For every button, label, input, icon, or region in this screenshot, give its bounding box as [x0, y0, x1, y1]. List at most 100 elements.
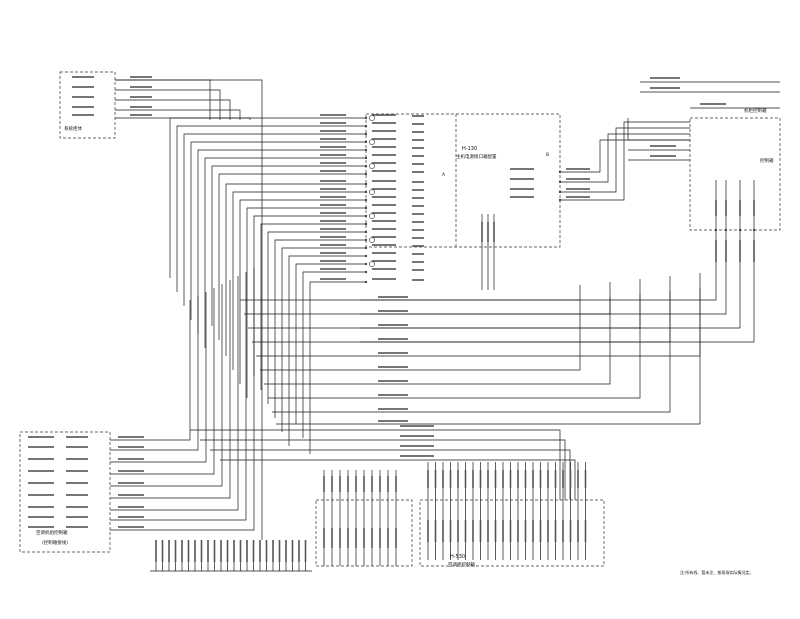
wire-annotation: [715, 240, 717, 262]
wire-annotation: [487, 222, 489, 242]
wire-annotation: [412, 171, 424, 173]
wire-annotation: [372, 228, 396, 230]
wire-annotation: [130, 106, 152, 108]
wire-annotation: [378, 338, 408, 340]
wire-annotation: [472, 520, 474, 542]
terminal-dot: [558, 170, 562, 174]
terminal-dot: [558, 190, 562, 194]
terminal-dot: [738, 228, 742, 232]
top-left-trunk: [115, 79, 263, 540]
wire-annotation: [753, 200, 755, 216]
bottom-left-terminal: [285, 540, 287, 562]
wire-annotation: [400, 435, 434, 437]
wire-annotation: [320, 130, 346, 132]
wire-annotation: [66, 446, 88, 448]
wire-annotation: [331, 476, 333, 492]
bottom-left-terminal: [161, 540, 164, 562]
wire-annotation: [517, 520, 519, 542]
wire-annotation: [457, 470, 459, 488]
left-lower-box-sub: (控制箱接线): [42, 539, 68, 546]
wire-annotation: [372, 170, 396, 172]
wire-annotation: [372, 188, 396, 190]
wire-annotation: [566, 178, 590, 180]
terminal-dot: [364, 270, 368, 274]
wire-annotation: [372, 260, 396, 262]
wire-annotation: [412, 245, 424, 247]
wire-annotation: [412, 181, 424, 183]
wire-annotation: [118, 470, 144, 472]
wire-annotation: [739, 240, 741, 262]
wire-annotation: [562, 520, 564, 542]
left-lower-wire-2: [110, 292, 207, 463]
bottom-left-terminal: [226, 540, 229, 562]
wire-annotation: [118, 516, 144, 518]
terminal-dot: [558, 198, 562, 202]
wire-annotation: [118, 494, 144, 496]
bottom-left-terminal: [239, 540, 242, 562]
wire-annotation: [320, 162, 346, 164]
wire-annotation: [28, 526, 54, 528]
wire-annotation: [28, 446, 54, 448]
wire-annotation: [130, 114, 152, 116]
wire-annotation: [412, 261, 424, 263]
wire-annotation: [650, 155, 676, 157]
wire-annotation: [584, 470, 587, 488]
wire-annotation: [355, 528, 357, 548]
wire-annotation: [66, 470, 88, 472]
wire-annotation: [494, 470, 497, 488]
wire-annotation: [539, 520, 542, 542]
center-in-wire-13: [260, 223, 366, 390]
wire-annotation: [412, 155, 424, 157]
left-lower-wire-3: [110, 288, 215, 475]
wire-annotation: [72, 114, 94, 116]
terminal-dot: [364, 198, 368, 202]
lower-bus-2: [210, 449, 571, 500]
center-in-wire-20: [309, 281, 366, 454]
left-lower-control-box: [19, 431, 111, 553]
wire-annotation: [378, 296, 408, 298]
top-left-feed-2: [115, 99, 231, 120]
wire-annotation: [371, 476, 373, 492]
center-in-wire-18: [295, 263, 366, 424]
wire-annotation: [28, 506, 54, 508]
bottom-right-control-box: [419, 499, 605, 567]
wire-annotation: [412, 197, 424, 199]
wire-annotation: [378, 380, 408, 382]
terminal-dot: [364, 246, 368, 250]
wire-annotation: [372, 138, 396, 140]
left-lower-box-name: 空调机组控制箱: [36, 529, 68, 536]
wire-annotation: [320, 204, 346, 206]
wire-annotation: [725, 240, 727, 262]
wire-annotation: [554, 470, 557, 488]
bottom-left-terminal: [194, 540, 196, 562]
wire-annotation: [412, 237, 424, 239]
right-feed-4: [627, 118, 690, 141]
wire-annotation: [372, 220, 396, 222]
wire-annotation: [524, 520, 527, 542]
terminal-ring: [369, 189, 375, 195]
center-in-wire-14: [267, 231, 366, 404]
wire-annotation: [320, 212, 346, 214]
wire-annotation: [387, 476, 389, 492]
center-tag-a: A: [442, 172, 446, 178]
wire-annotation: [372, 196, 396, 198]
bottom-left-terminal: [181, 540, 183, 562]
mid-bus-8: [272, 276, 671, 413]
wire-annotation: [566, 188, 590, 190]
wire-annotation: [427, 470, 429, 488]
wire-annotation: [372, 114, 396, 116]
wire-annotation: [464, 470, 467, 488]
bottom-mid-terminal-box: [315, 499, 413, 567]
mid-bus-7: [268, 279, 641, 399]
wire-annotation: [442, 470, 444, 488]
wire-annotation: [524, 470, 527, 488]
wire-annotation: [502, 520, 504, 542]
terminal-dot: [364, 230, 368, 234]
wire-annotation: [320, 244, 346, 246]
wire-annotation: [434, 470, 437, 488]
wire-annotation: [464, 520, 467, 542]
wire-annotation: [554, 520, 557, 542]
wire-annotation: [650, 77, 680, 79]
wire-annotation: [363, 528, 365, 548]
wire-annotation: [320, 114, 346, 116]
